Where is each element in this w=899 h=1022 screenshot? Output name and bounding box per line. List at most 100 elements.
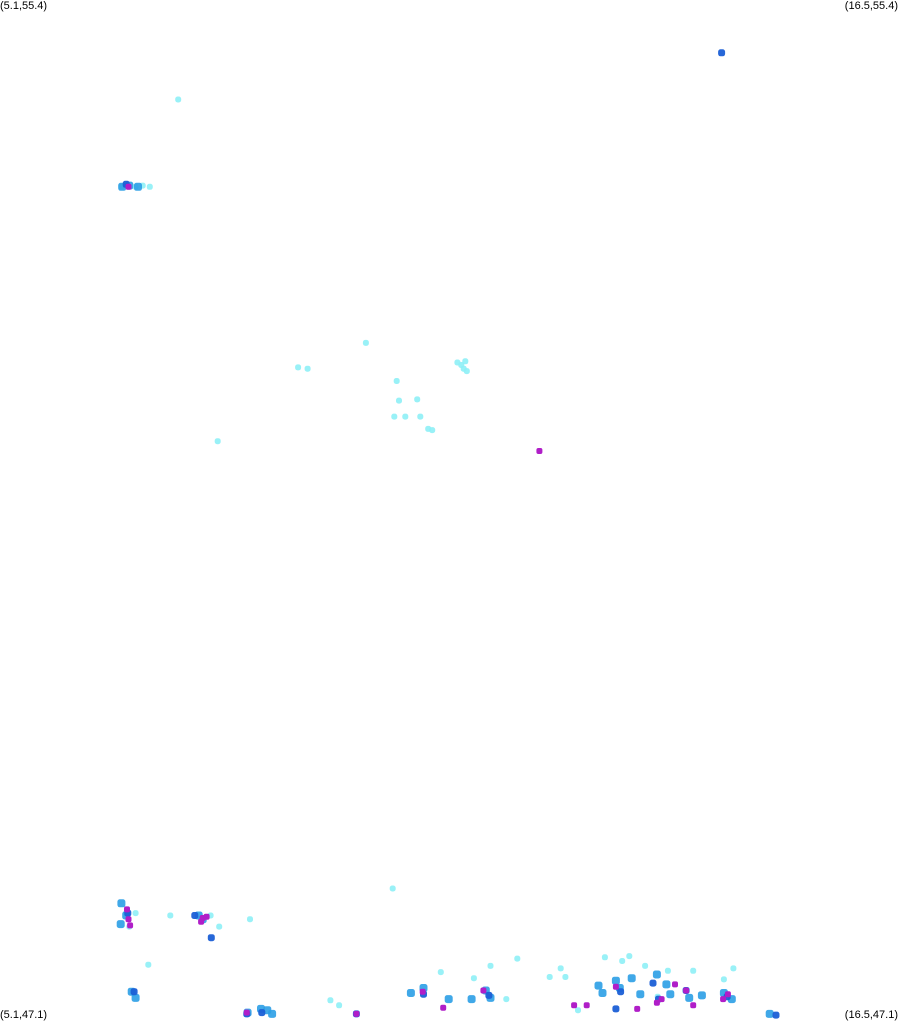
density-point-low (146, 183, 153, 190)
density-point-low (557, 965, 564, 972)
density-point-low (470, 975, 477, 982)
density-point-low (393, 378, 400, 384)
density-point-low (304, 365, 311, 372)
density-point-very-high (243, 1009, 250, 1016)
density-point-low (730, 965, 737, 972)
density-point-medium (765, 1009, 774, 1018)
density-point-low (417, 413, 424, 420)
corner-label-top-right: (16.5,55.4) (844, 0, 898, 12)
density-point-medium (652, 970, 661, 979)
density-point-low (720, 976, 727, 983)
density-point-low (664, 967, 671, 974)
density-point-low (362, 339, 369, 346)
density-point-low (626, 953, 633, 960)
density-point-very-high (683, 987, 690, 994)
density-point-low (414, 396, 421, 403)
density-point-medium (117, 899, 126, 908)
density-point-medium (697, 991, 706, 1000)
density-point-very-high (440, 1004, 447, 1011)
density-point-low (175, 96, 182, 103)
density-point-low (463, 368, 470, 375)
density-point-very-high (353, 1010, 360, 1017)
density-point-low (145, 961, 152, 968)
density-point-low (462, 358, 469, 365)
density-point-very-high (198, 918, 205, 925)
density-point-very-high (536, 448, 543, 454)
density-point-high (258, 1009, 266, 1017)
density-point-low (391, 413, 398, 420)
density-point-low (216, 923, 223, 930)
density-point-low (601, 954, 608, 961)
density-point-low (295, 364, 302, 371)
density-point-very-high (203, 913, 210, 920)
density-point-medium (594, 981, 603, 990)
density-point-medium (268, 1009, 277, 1018)
density-layer-very-high (124, 183, 731, 1017)
density-point-low (642, 962, 649, 969)
density-point-high (191, 912, 199, 919)
density-point-low (132, 910, 139, 917)
density-point-low (575, 1007, 581, 1014)
density-layer-medium (116, 181, 774, 1018)
density-point-very-high (658, 996, 665, 1003)
density-point-medium (444, 995, 453, 1004)
corner-label-bottom-right: (16.5,47.1) (844, 1009, 898, 1021)
density-layer-low (118, 96, 737, 1014)
density-point-high (772, 1011, 780, 1019)
density-point-medium (116, 920, 125, 929)
density-point-very-high (125, 916, 132, 923)
density-point-high (718, 49, 726, 57)
density-point-medium (598, 989, 607, 997)
density-point-high (612, 1005, 620, 1013)
density-layer-high (122, 49, 780, 1019)
density-point-low (487, 962, 494, 969)
density-point-high (485, 991, 493, 999)
corner-label-top-left: (5.1,55.4) (0, 0, 48, 12)
density-point-medium (636, 990, 645, 999)
density-point-very-high (724, 991, 731, 998)
density-point-very-high (124, 906, 130, 913)
density-point-medium (662, 980, 671, 989)
density-point-very-high (720, 996, 727, 1003)
density-point-low (619, 958, 626, 964)
density-point-high (207, 934, 215, 942)
density-point-very-high (419, 988, 426, 995)
density-point-low (562, 974, 569, 980)
density-point-very-high (672, 981, 678, 988)
density-point-very-high (634, 1005, 641, 1012)
density-point-high (649, 979, 657, 987)
density-point-low (336, 1002, 343, 1009)
density-point-very-high (125, 183, 132, 190)
density-point-low (214, 438, 221, 445)
density-point-low (514, 955, 521, 962)
density-point-medium (131, 993, 140, 1002)
corner-label-bottom-left: (5.1,47.1) (0, 1009, 48, 1021)
density-point-low (396, 397, 402, 404)
density-point-low (546, 974, 553, 980)
density-point-high (130, 988, 138, 996)
density-point-very-high (583, 1002, 590, 1009)
density-point-low (247, 916, 253, 923)
density-point-medium (406, 989, 415, 997)
density-point-low (389, 885, 396, 892)
density-point-medium (666, 990, 675, 999)
density-point-very-high (571, 1002, 578, 1009)
density-point-medium (611, 976, 620, 985)
density-point-medium (685, 993, 694, 1002)
density-point-very-high (612, 983, 619, 990)
density-point-very-high (653, 999, 660, 1006)
density-point-medium (134, 182, 142, 191)
density-point-very-high (127, 922, 134, 929)
density-point-high (617, 988, 625, 996)
density-point-low (167, 912, 174, 919)
density-point-low (690, 967, 697, 974)
density-point-very-high (480, 987, 487, 994)
density-point-low (327, 997, 334, 1004)
density-point-medium (627, 974, 636, 983)
density-point-low (437, 969, 444, 976)
density-point-low (402, 413, 409, 420)
density-point-low (429, 427, 436, 434)
density-point-medium (467, 995, 476, 1004)
density-point-low (503, 996, 510, 1003)
